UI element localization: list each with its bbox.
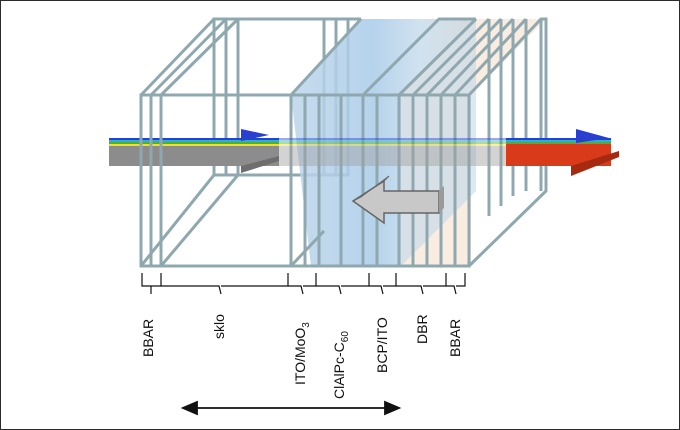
label-bcp-ito: BCP/ITO [374, 317, 390, 373]
label-clalpc-c60: ClAlPc-C60 [331, 331, 351, 399]
layer-panels [289, 93, 471, 268]
glass-front-box [139, 17, 363, 268]
label-sklo: sklo [211, 314, 227, 339]
label-dbr: DBR [414, 314, 430, 344]
beam-in-stack [279, 138, 511, 166]
reflected-arrow [351, 175, 444, 225]
incident-beam [109, 129, 279, 173]
output-beam [506, 129, 619, 176]
layer-brackets [141, 273, 466, 295]
back-frames [361, 17, 548, 268]
label-bbar-left: BBAR [140, 318, 156, 357]
label-ito-moo3: ITO/MoO3 [292, 322, 312, 385]
scale-arrow [180, 400, 402, 416]
label-bbar-right: BBAR [447, 318, 463, 357]
